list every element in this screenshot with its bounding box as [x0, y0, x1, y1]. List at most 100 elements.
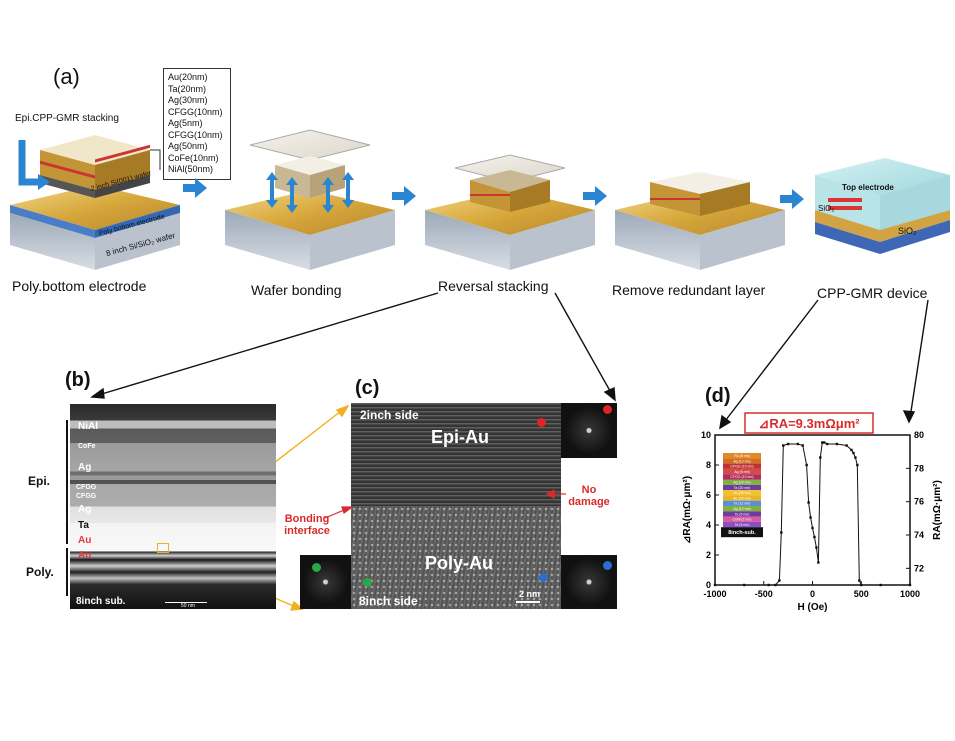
- layer-label: Au: [78, 550, 92, 561]
- y2-tick-label: 72: [914, 563, 924, 573]
- data-point: [879, 583, 882, 587]
- legend-layer: [723, 490, 761, 496]
- legend-layer-label: CuNi (2 nm): [733, 518, 752, 522]
- legend-layer: [723, 511, 761, 517]
- data-point: [774, 583, 777, 587]
- data-point: [819, 456, 822, 459]
- marker-blue: [603, 561, 612, 570]
- bonding-interface-label: Bonding interface: [284, 513, 330, 537]
- scale-label-b: 50 nm: [181, 603, 195, 609]
- x-tick-label: -1000: [703, 589, 726, 599]
- legend-layer-label: Ag (12 nm): [733, 507, 750, 511]
- step-label: Reversal stacking: [438, 278, 549, 294]
- group-poly-label: Poly.: [26, 565, 54, 579]
- legend-layer-label: Ag (20 nm): [733, 481, 750, 485]
- group-epi-label: Epi.: [28, 474, 51, 488]
- marker-blue: [539, 573, 548, 582]
- data-point: [815, 546, 818, 549]
- y-tick-label: 4: [706, 520, 711, 530]
- y-tick-label: 6: [706, 490, 711, 500]
- data-point: [825, 442, 829, 446]
- legend-layer-label: Ta (5 nm): [735, 523, 750, 527]
- stack-layer: Ag(30nm): [168, 95, 208, 105]
- legend-layer-label: CFGG (10 nm): [730, 475, 753, 479]
- data-point: [780, 531, 783, 534]
- x-axis-label: H (Oe): [798, 602, 828, 613]
- no-damage-label: No damage: [568, 484, 610, 508]
- layer-label: Ta: [78, 520, 89, 531]
- panel-d-letter: (d): [705, 385, 731, 407]
- step1-illustration: [10, 135, 180, 270]
- legend-layer-label: Ta (5 nm): [735, 512, 750, 516]
- layer-label: CoFe: [78, 443, 96, 450]
- stack-layer: NiAl(50nm): [168, 164, 214, 174]
- marker-red: [537, 418, 546, 427]
- chart-title: ⊿RA=9.3mΩμm²: [758, 416, 860, 431]
- data-point: [835, 442, 839, 446]
- step-label: Remove redundant layer: [612, 282, 766, 298]
- stack-layer: CoFe(10nm): [168, 152, 219, 163]
- data-point: [860, 583, 863, 587]
- data-point: [767, 583, 770, 587]
- legend-layer: [723, 463, 761, 469]
- stack-layer: CFGG(10nm): [168, 129, 223, 140]
- data-point: [856, 463, 859, 467]
- y2-axis-label: RA(mΩ·μm²): [932, 480, 943, 540]
- data-point: [743, 583, 746, 587]
- data-point: [813, 535, 816, 539]
- stack-title: Epi.CPP-GMR stacking: [15, 113, 119, 124]
- legend-layer: [723, 500, 761, 506]
- x-tick-label: -500: [755, 589, 773, 599]
- zoom-box: [157, 543, 169, 553]
- process-illustration: [10, 129, 950, 270]
- stack-layer: Ag(50nm): [168, 141, 208, 151]
- legend-layer: [723, 516, 761, 522]
- data-point: [807, 501, 810, 504]
- top-electrode-label: Top electrode: [842, 183, 894, 192]
- step-label: Poly.bottom electrode: [12, 278, 147, 294]
- data-point: [809, 516, 812, 519]
- data-point: [821, 441, 824, 444]
- y2-tick-label: 78: [914, 463, 924, 473]
- layer-label: Ag: [78, 504, 92, 515]
- data-point: [811, 526, 814, 530]
- legend-layer: [723, 468, 761, 475]
- panel-a-letter: (a): [53, 64, 80, 89]
- layer-label: Au: [78, 535, 92, 546]
- data-point: [796, 442, 800, 446]
- x-tick-label: 500: [854, 589, 869, 599]
- data-point: [778, 579, 781, 582]
- panel-c-letter: (c): [355, 377, 380, 399]
- data-point: [805, 463, 808, 467]
- stack-layer: Ta(20nm): [168, 83, 207, 94]
- y-tick-label: 10: [701, 430, 711, 440]
- step3-illustration: [425, 154, 595, 270]
- data-point: [823, 441, 826, 444]
- y-axis-label: ⊿RA(mΩ·μm²): [682, 476, 693, 544]
- stack-layer-list: Au(20nm) Ta(20nm) Ag(30nm) CFGG(10nm) Ag…: [163, 68, 231, 180]
- x-tick-label: 1000: [900, 589, 920, 599]
- scale-label-c: 2 nm: [519, 589, 541, 599]
- data-point: [854, 456, 857, 459]
- bottom-side-label: 8inch side: [359, 594, 418, 608]
- data-point: [786, 442, 790, 446]
- y2-tick-label: 80: [914, 430, 924, 440]
- panel-b-letter: (b): [65, 369, 91, 391]
- legend-layer-label: Au (20 nm): [733, 491, 750, 495]
- y-tick-label: 2: [706, 550, 711, 560]
- data-point: [908, 583, 912, 587]
- step-label: CPP-GMR device: [817, 285, 928, 301]
- y-tick-label: 0: [706, 580, 711, 590]
- legend-layer-label: Ag (5 nm): [734, 470, 749, 474]
- legend-layer: [723, 495, 761, 501]
- data-point: [817, 561, 820, 564]
- legend-substrate: [721, 527, 763, 538]
- layer-label: CFGG: [76, 484, 97, 491]
- legend-layer-label: Au (20 nm): [733, 496, 750, 500]
- poly-au-label: Poly-Au: [425, 553, 494, 573]
- y-tick-label: 8: [706, 460, 711, 470]
- epi-au-label: Epi-Au: [431, 427, 489, 447]
- legend-layer-label: Ru (8 nm): [734, 454, 750, 458]
- x-tick-label: 0: [810, 589, 815, 599]
